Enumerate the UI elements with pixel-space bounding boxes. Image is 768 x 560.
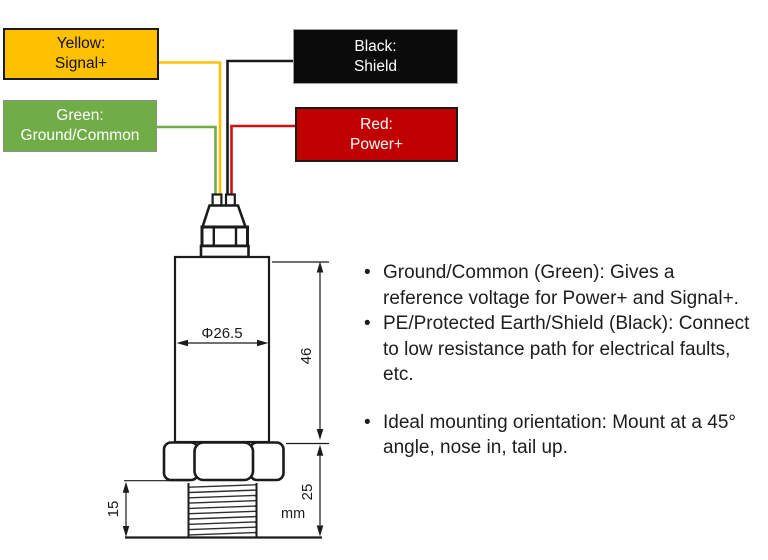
dim-body-height-label: 46	[298, 347, 315, 365]
label-red-power: Red: Power+	[295, 107, 458, 162]
note-ground-common: Ground/Common (Green): Gives a reference…	[356, 260, 756, 311]
wire-green	[157, 125, 217, 198]
dim-thread-length	[122, 480, 190, 537]
dim-diameter	[176, 339, 269, 347]
thread-stub	[187, 483, 258, 537]
dim-lower-height	[316, 444, 324, 537]
cable-entry-posts	[211, 193, 236, 207]
note-shield: PE/Protected Earth/Shield (Black): Conne…	[356, 311, 756, 388]
sensor-body	[173, 255, 271, 444]
label-line: Green:	[56, 107, 104, 124]
label-line: Red:	[360, 115, 393, 133]
dim-diameter-label: Φ26.5	[201, 325, 243, 342]
wire-red	[230, 124, 295, 198]
note-mounting: Ideal mounting orientation: Mount at a 4…	[356, 410, 756, 461]
wire-black	[226, 59, 293, 198]
dim-thread-length-label: 15	[105, 500, 122, 518]
dim-lower-height-label: 25	[299, 483, 316, 501]
label-line: Power+	[350, 135, 403, 153]
label-line: Black:	[354, 37, 397, 55]
cable-gland	[199, 204, 250, 259]
hex-nut	[162, 441, 285, 482]
units-label: mm	[281, 506, 306, 522]
notes-list: Ground/Common (Green): Gives a reference…	[356, 260, 756, 461]
wire-yellow	[159, 61, 222, 198]
label-black-shield: Black: Shield	[293, 29, 458, 84]
label-green-ground: Green: Ground/Common	[3, 100, 157, 152]
label-line: Ground/Common	[20, 127, 140, 144]
label-line: Shield	[353, 57, 398, 75]
dim-body-height	[272, 261, 329, 445]
label-line: Yellow:	[56, 35, 106, 52]
label-yellow-signal: Yellow: Signal+	[3, 28, 159, 80]
label-line: Signal+	[54, 55, 108, 72]
